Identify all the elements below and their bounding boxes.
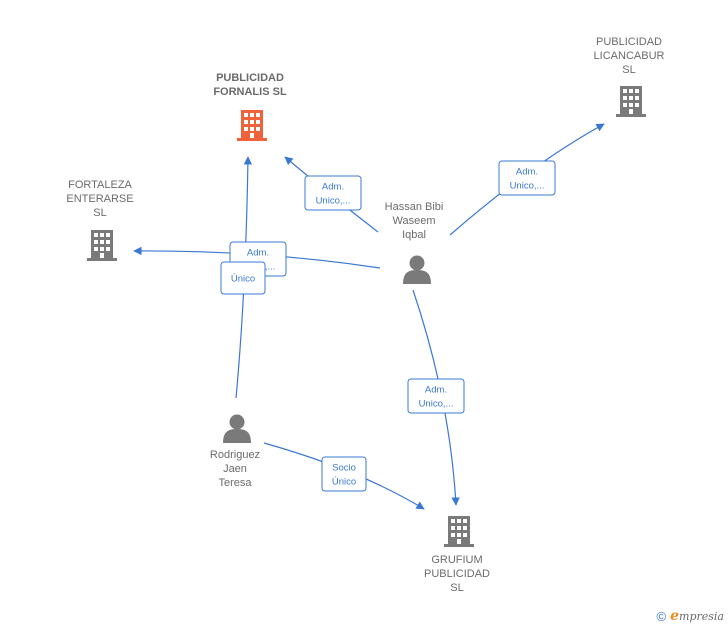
- node-label-line: FORNALIS SL: [213, 86, 287, 98]
- edge-label-line: Adm.: [516, 167, 538, 178]
- node-fornalis[interactable]: PUBLICIDAD FORNALIS SL: [213, 72, 287, 141]
- edge-labels-layer: Adm. Unico,... Adm. Unico,... Adm. Unico,... Ú…: [220, 160, 556, 492]
- node-label-line: Waseem: [393, 215, 436, 227]
- node-label-line: Hassan Bibi: [385, 201, 444, 213]
- edge-label-line: Unico,...: [510, 181, 545, 192]
- node-label-line: ENTERARSE: [66, 193, 133, 205]
- edge-label-hassan-grufium[interactable]: Adm. Unico,...: [407, 378, 465, 414]
- edge-label-line: Adm.: [425, 385, 447, 396]
- node-fortaleza[interactable]: FORTALEZA ENTERARSE SL: [66, 179, 134, 261]
- edge-label-rodriguez-fornalis[interactable]: Único: [220, 261, 266, 295]
- person-icon: [223, 414, 251, 443]
- node-licancabur[interactable]: PUBLICIDAD LICANCABUR SL: [594, 36, 665, 117]
- node-grufium[interactable]: GRUFIUM PUBLICIDAD SL: [424, 516, 490, 594]
- person-icon: [403, 255, 431, 284]
- node-label-line: GRUFIUM: [431, 554, 482, 566]
- node-label-line: SL: [622, 64, 635, 76]
- node-label-line: PUBLICIDAD: [596, 36, 662, 48]
- node-label-line: LICANCABUR: [594, 50, 665, 62]
- copyright-footer: © empresia: [657, 608, 724, 624]
- edge-label-hassan-licancabur[interactable]: Adm. Unico,...: [498, 160, 556, 196]
- building-icon: [87, 230, 117, 261]
- node-label-line: Jaen: [223, 463, 247, 475]
- edge-label-line: Socio: [332, 463, 356, 474]
- node-label-line: Rodriguez: [210, 449, 260, 461]
- brand-logo-text: mpresia: [679, 610, 724, 623]
- edge-label-hassan-fornalis[interactable]: Adm. Unico,...: [304, 175, 362, 211]
- edge-label-box: [304, 175, 362, 211]
- building-icon: [616, 86, 646, 117]
- edge-label-line: Adm.: [322, 182, 344, 193]
- node-label-line: Teresa: [218, 477, 252, 489]
- building-icon: [444, 516, 474, 547]
- edge-label-box: [321, 456, 367, 492]
- node-label-line: SL: [93, 207, 106, 219]
- edge-label-box: [220, 261, 266, 295]
- edge-label-line: Único: [231, 274, 255, 285]
- node-label-line: PUBLICIDAD: [424, 568, 490, 580]
- edge-label-line: Adm.: [247, 248, 269, 259]
- edge-label-line: Unico,...: [419, 399, 454, 410]
- edge-label-box: [407, 378, 465, 414]
- edge-label-line: Único: [332, 477, 356, 488]
- copyright-icon: ©: [656, 608, 667, 624]
- node-label-line: SL: [450, 582, 463, 594]
- edge-label-box: [498, 160, 556, 196]
- brand-logo-initial: e: [670, 608, 680, 624]
- node-label-line: FORTALEZA: [68, 179, 132, 191]
- node-label-line: Iqbal: [402, 229, 426, 241]
- building-icon: [237, 110, 267, 141]
- node-label-line: PUBLICIDAD: [216, 72, 284, 84]
- nodes-layer: PUBLICIDAD FORNALIS SL PUBLICIDAD LICANCABU…: [66, 36, 664, 594]
- edge-label-line: Unico,...: [316, 196, 351, 207]
